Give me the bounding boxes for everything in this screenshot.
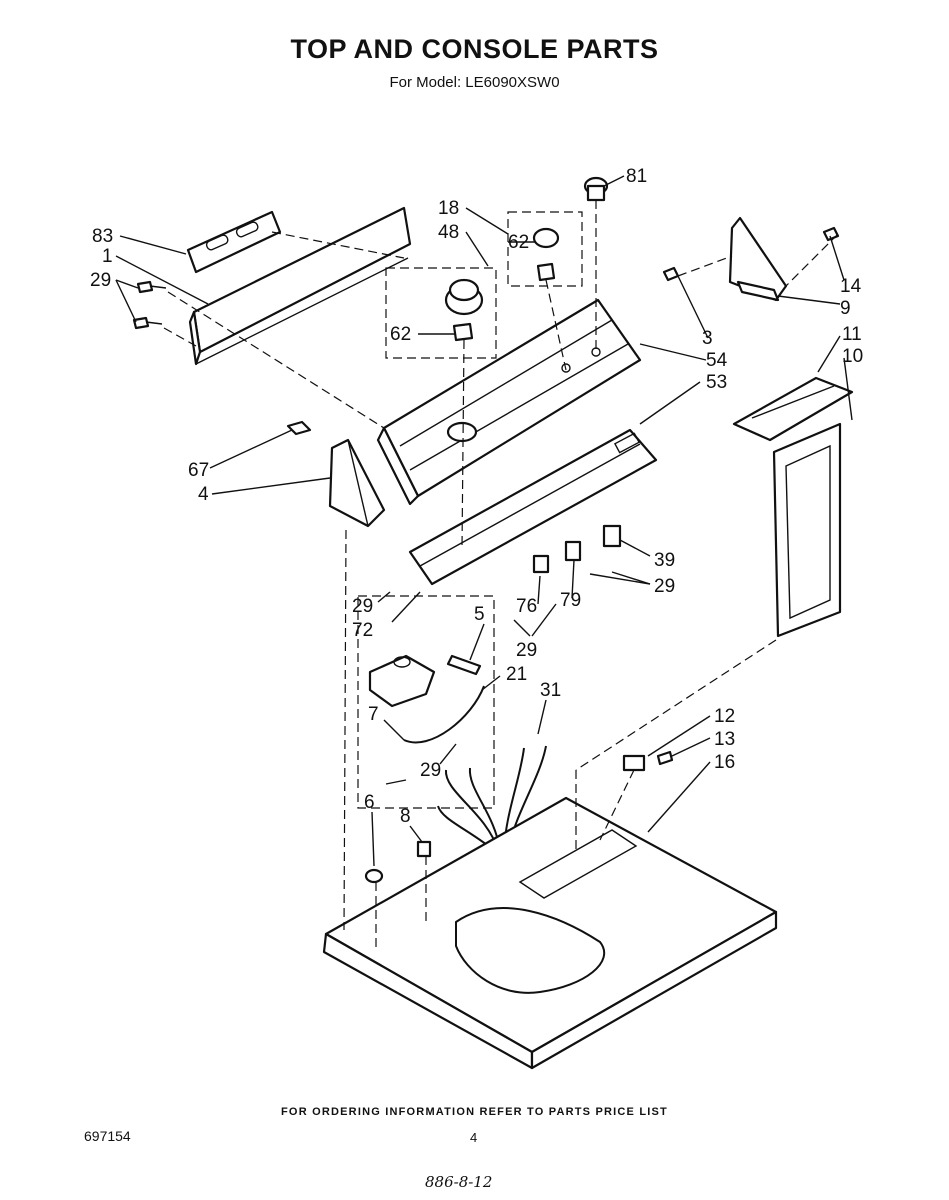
callout-leader-lines	[115, 175, 853, 867]
part-4-end-cap	[328, 438, 386, 528]
part-21-timer-assembly	[368, 654, 485, 744]
callout-6: 6	[364, 792, 375, 813]
callout-29: 29	[90, 270, 111, 291]
part-67-clip	[286, 420, 312, 436]
part-83-bracket	[186, 210, 282, 274]
callout-8: 8	[400, 806, 411, 827]
callout-21: 21	[506, 664, 527, 685]
callout-62: 62	[390, 324, 411, 345]
callout-81: 81	[626, 166, 647, 187]
callout-29: 29	[654, 576, 675, 597]
callout-11: 11	[842, 324, 862, 345]
callout-54: 54	[706, 350, 728, 371]
callout-53: 53	[706, 372, 727, 393]
callout-10: 10	[842, 346, 863, 367]
part-39-switch	[602, 524, 622, 548]
callout-29: 29	[420, 760, 441, 781]
page-number: 4	[470, 1130, 478, 1145]
screws-29-left	[132, 280, 167, 330]
part-79-switch	[564, 540, 582, 562]
callout-3: 3	[702, 328, 713, 349]
callout-29: 29	[516, 640, 537, 661]
part-9-end-cap	[728, 216, 788, 302]
part-8-clip	[416, 840, 432, 858]
callout-5: 5	[474, 604, 485, 625]
callout-29: 29	[352, 596, 373, 617]
part-6-plug	[364, 868, 384, 884]
part-1-rear-panel	[188, 206, 412, 366]
part-18-knob	[532, 227, 560, 282]
ordering-information-note: FOR ORDERING INFORMATION REFER TO PARTS …	[281, 1106, 668, 1118]
callout-48: 48	[438, 222, 459, 243]
callout-13: 13	[714, 729, 735, 750]
document-number: 697154	[84, 1128, 131, 1144]
callout-9: 9	[840, 298, 851, 319]
callout-76: 76	[516, 596, 537, 617]
part-81-knob	[583, 176, 609, 202]
handwritten-note: 886-8-12	[425, 1173, 493, 1191]
part-12-bracket	[622, 754, 646, 772]
part-3-screw	[662, 266, 680, 282]
callout-4: 4	[198, 484, 209, 505]
callout-67: 67	[188, 460, 209, 481]
part-10-lint-screen	[772, 422, 842, 638]
model-subtitle: For Model: LE6090XSW0	[389, 74, 560, 91]
callout-39: 39	[654, 550, 675, 571]
part-53-channel	[408, 428, 658, 586]
callout-12: 12	[714, 706, 735, 727]
callout-16: 16	[714, 752, 735, 773]
part-16-top-panel	[322, 796, 778, 1070]
part-76-switch	[532, 554, 550, 574]
part-11-filter-cover	[732, 376, 854, 442]
callout-62: 62	[508, 232, 529, 253]
callout-18: 18	[438, 198, 459, 219]
part-13-screw	[656, 750, 674, 766]
part-54-console-panel	[376, 298, 642, 506]
part-48-knob	[444, 278, 484, 342]
alignment-lines	[163, 200, 839, 950]
callout-14: 14	[840, 276, 862, 297]
callout-83: 83	[92, 226, 113, 247]
callout-7: 7	[368, 704, 379, 725]
callout-1: 1	[102, 246, 113, 267]
callout-72: 72	[352, 620, 373, 641]
callout-labels: 83 1 29 18 48 62 62 81 14 9 3 54 53 11 1…	[90, 166, 863, 827]
page-title: TOP AND CONSOLE PARTS	[290, 34, 659, 64]
callout-79: 79	[560, 590, 581, 611]
callout-31: 31	[540, 680, 561, 701]
